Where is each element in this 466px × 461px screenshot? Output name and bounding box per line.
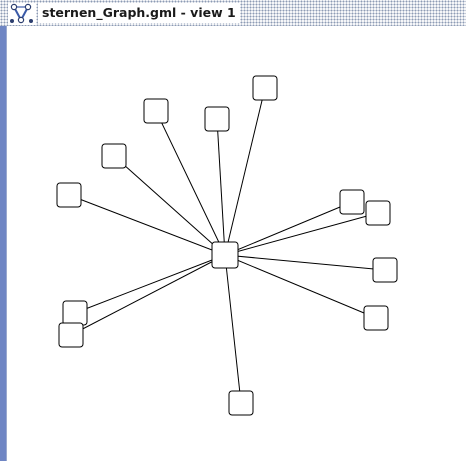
graph-edge[interactable] bbox=[216, 118, 226, 256]
graph-edge[interactable] bbox=[224, 254, 377, 319]
graph-edge[interactable] bbox=[224, 254, 242, 404]
graph-edge[interactable] bbox=[224, 212, 379, 256]
graph-node[interactable] bbox=[363, 305, 389, 331]
title-bar[interactable]: sternen_Graph.gml - view 1 bbox=[0, 0, 466, 26]
graph-node[interactable] bbox=[101, 143, 127, 169]
graph-edge[interactable] bbox=[70, 254, 226, 336]
graph-hub-node[interactable] bbox=[211, 241, 239, 269]
yed-graph-icon[interactable] bbox=[8, 3, 36, 25]
graph-edge[interactable] bbox=[224, 87, 266, 256]
graph-node[interactable] bbox=[365, 200, 391, 226]
graph-edge[interactable] bbox=[224, 201, 353, 256]
graph-edge[interactable] bbox=[224, 254, 386, 271]
graph-node[interactable] bbox=[56, 182, 82, 208]
graph-node[interactable] bbox=[228, 390, 254, 416]
graph-edge[interactable] bbox=[113, 155, 226, 256]
edges-layer bbox=[68, 87, 386, 404]
graph-node[interactable] bbox=[372, 257, 398, 283]
graph-edge[interactable] bbox=[68, 194, 226, 256]
graph-edge[interactable] bbox=[74, 254, 226, 314]
window-frame-left bbox=[0, 26, 7, 461]
window-title: sternen_Graph.gml - view 1 bbox=[38, 3, 240, 23]
graph-node[interactable] bbox=[58, 322, 84, 348]
nodes-layer bbox=[56, 75, 398, 416]
graph-node[interactable] bbox=[252, 75, 278, 101]
graph-edge[interactable] bbox=[155, 110, 226, 256]
graph-node[interactable] bbox=[143, 98, 169, 124]
graph-node[interactable] bbox=[339, 189, 365, 215]
graph-node[interactable] bbox=[204, 106, 230, 132]
graph-node[interactable] bbox=[62, 300, 88, 326]
